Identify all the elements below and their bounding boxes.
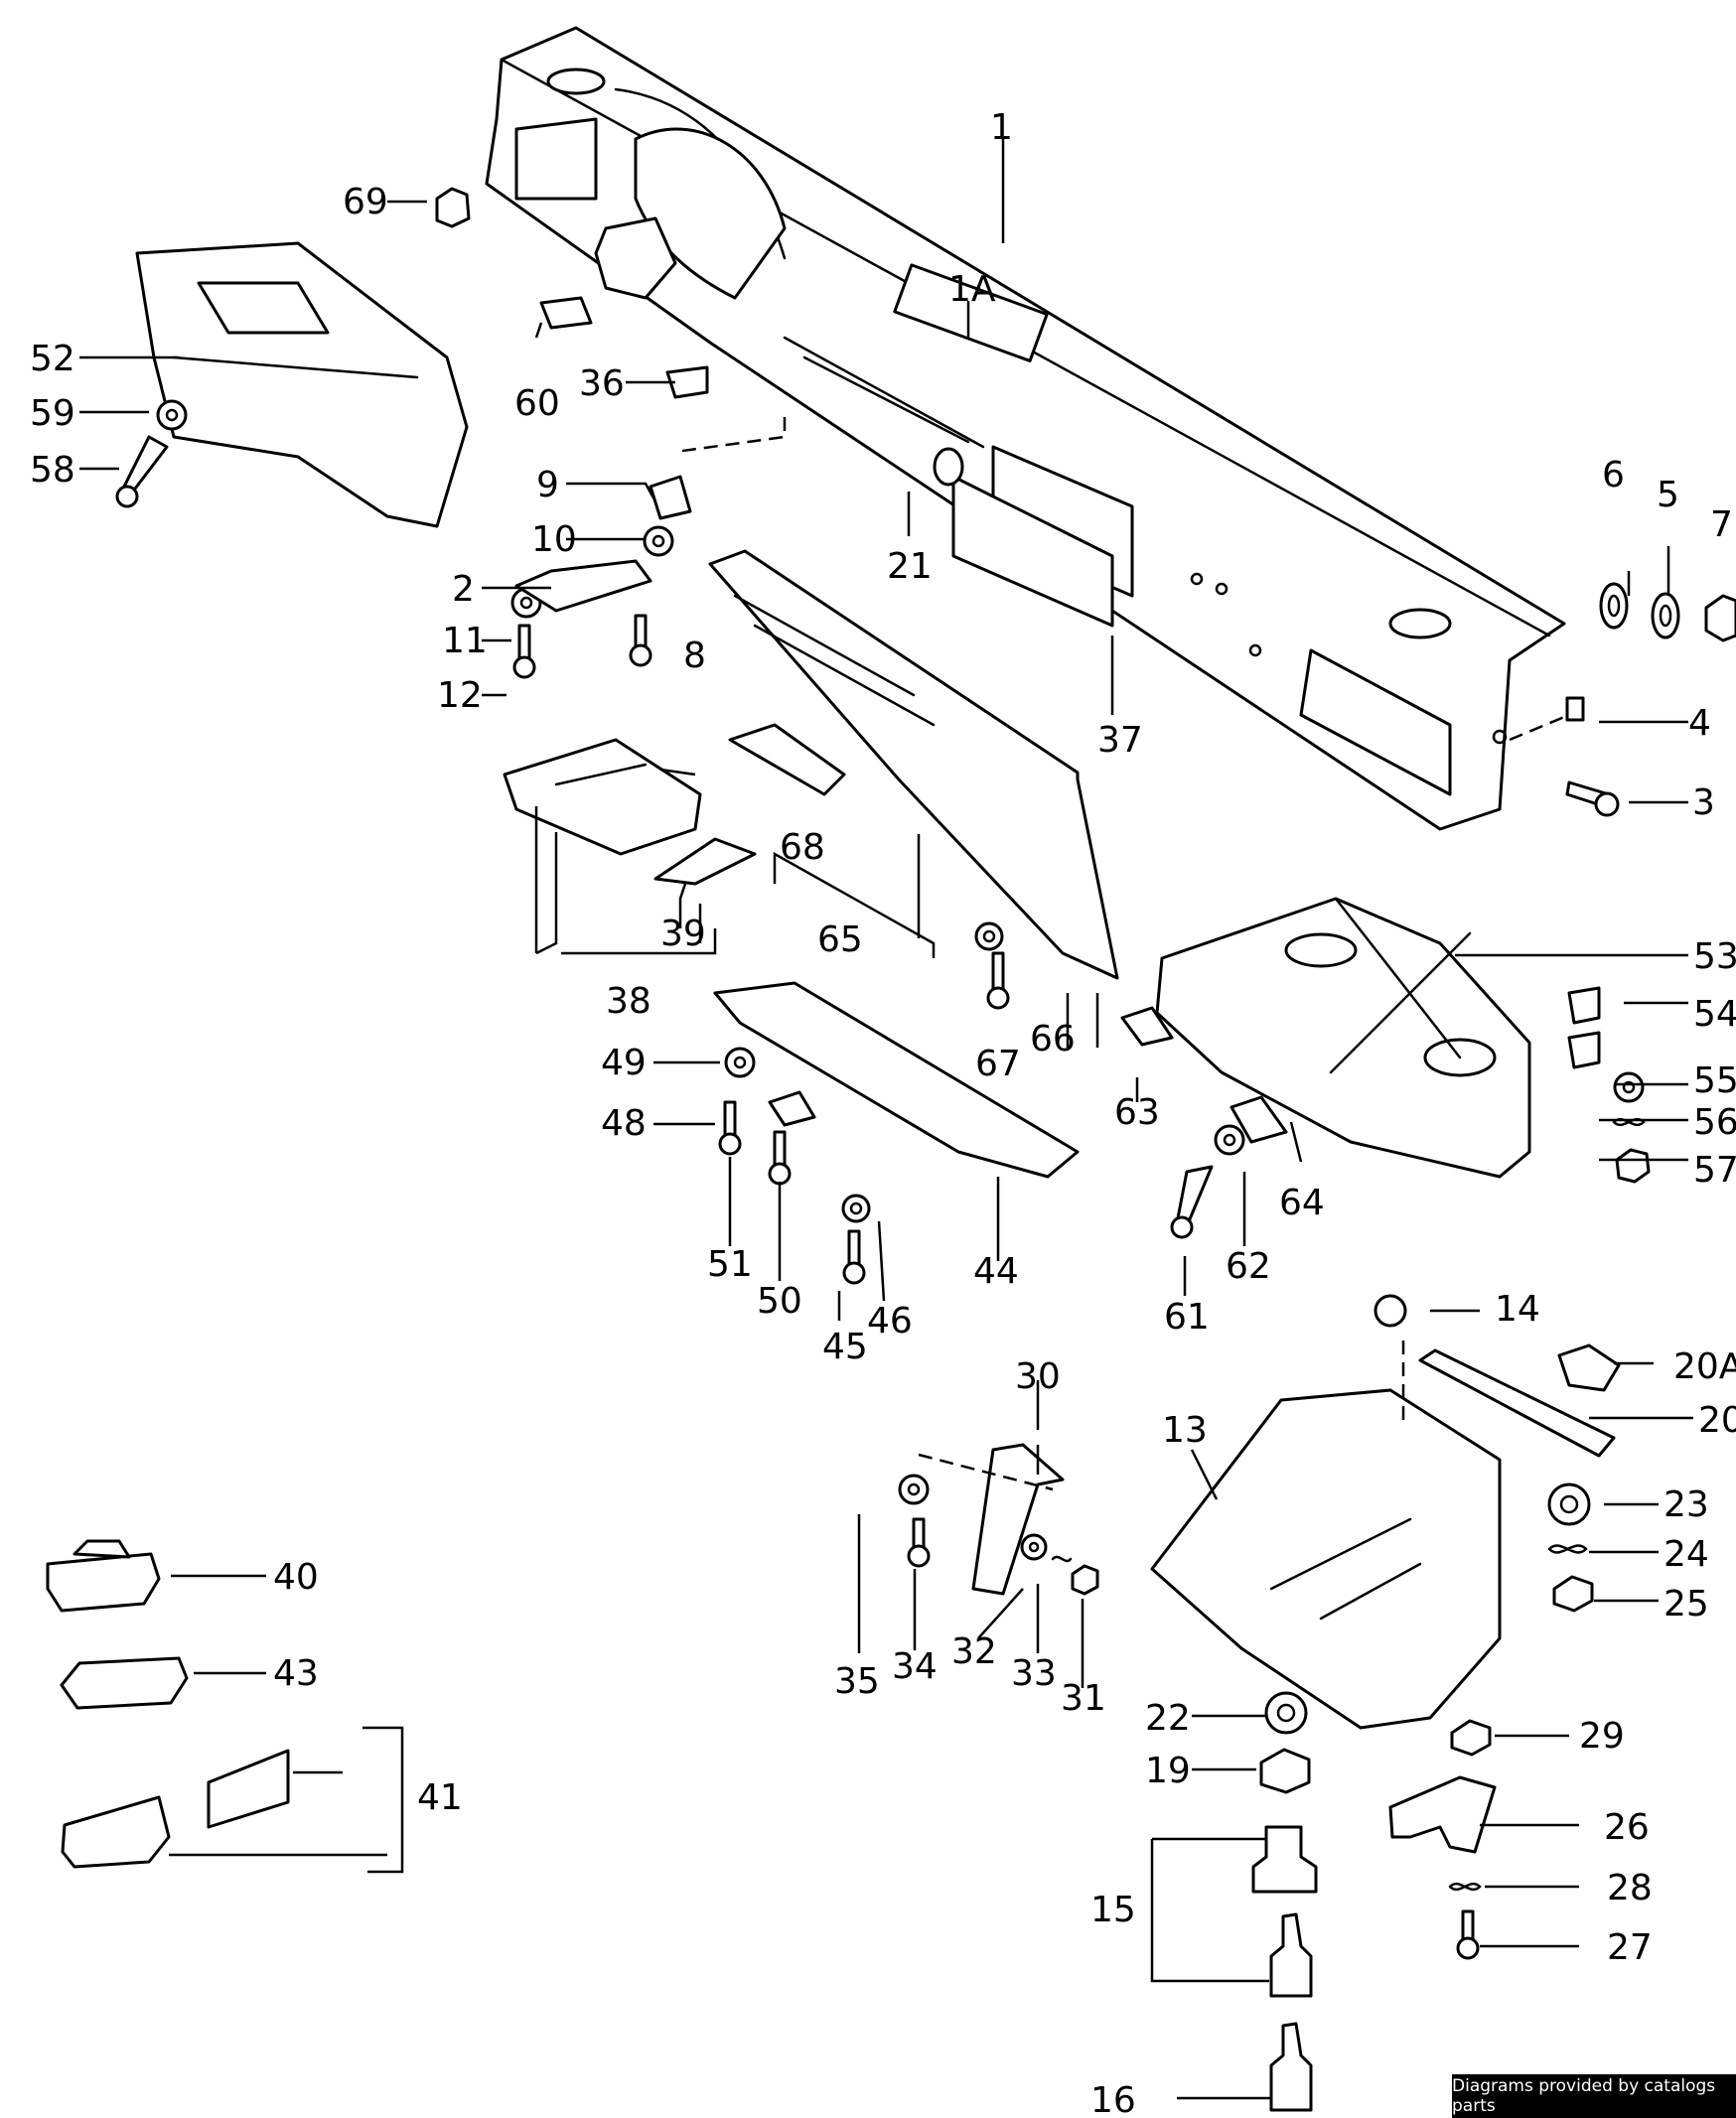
callout-22: 22 [1145, 1698, 1191, 1739]
callout-31: 31 [1061, 1678, 1106, 1719]
callout-10: 10 [531, 519, 577, 560]
callout-61: 61 [1164, 1297, 1210, 1338]
callout-48: 48 [601, 1103, 647, 1144]
callout-50: 50 [757, 1281, 802, 1322]
glovebox-hinge-strip-icon [1418, 1348, 1616, 1458]
callout-38: 38 [606, 981, 651, 1022]
callout-15: 15 [1090, 1890, 1136, 1930]
credit-banner: Diagrams provided by catalogs parts [1452, 2074, 1736, 2118]
callout-14: 14 [1495, 1289, 1540, 1330]
callout-54: 54 [1693, 994, 1736, 1035]
callout-19: 19 [1145, 1751, 1191, 1791]
callout-41: 41 [417, 1777, 463, 1818]
callout-35: 35 [834, 1661, 880, 1702]
callout-39: 39 [660, 914, 706, 954]
bracket-icon [971, 1443, 1065, 1596]
callout-37: 37 [1097, 720, 1143, 761]
callout-16: 16 [1090, 2080, 1136, 2118]
lock-cylinder-icon [1251, 1825, 1318, 1894]
callout-29: 29 [1579, 1716, 1625, 1757]
callout-46: 46 [867, 1301, 913, 1341]
callout-20A: 20A [1673, 1346, 1736, 1387]
callout-59: 59 [30, 393, 75, 434]
callout-58: 58 [30, 450, 75, 491]
leader-lines [79, 139, 1693, 2100]
callout-6: 6 [1602, 455, 1625, 495]
callout-1: 1 [990, 107, 1013, 148]
callout-53: 53 [1693, 936, 1736, 977]
callout-51: 51 [707, 1244, 753, 1285]
callout-32: 32 [951, 1631, 997, 1672]
callout-64: 64 [1279, 1183, 1325, 1223]
callout-26: 26 [1604, 1807, 1650, 1848]
callout-62: 62 [1226, 1246, 1271, 1287]
assembly-lines [674, 417, 1570, 1491]
callout-45: 45 [822, 1327, 868, 1367]
callout-5: 5 [1657, 475, 1679, 515]
clip-icon [514, 296, 1621, 1392]
ashtray-insert-icon [46, 1539, 161, 1613]
callout-57: 57 [1693, 1150, 1736, 1191]
callout-65: 65 [817, 919, 863, 960]
callout-44: 44 [973, 1251, 1019, 1292]
dashboard-panel-icon [485, 26, 1585, 831]
callout-9: 9 [536, 465, 559, 505]
callout-1A: 1A [948, 269, 996, 310]
callout-40: 40 [273, 1557, 319, 1598]
callout-24: 24 [1664, 1534, 1709, 1575]
callout-23: 23 [1664, 1484, 1709, 1525]
glove-box-icon [1150, 1388, 1502, 1730]
callout-34: 34 [892, 1646, 938, 1687]
lock-catch-icon [1388, 1775, 1497, 1854]
callout-52: 52 [30, 339, 75, 379]
callout-67: 67 [975, 1044, 1021, 1084]
callout-43: 43 [273, 1653, 319, 1694]
callout-12: 12 [437, 675, 483, 716]
callout-55: 55 [1693, 1060, 1736, 1101]
callout-33: 33 [1011, 1653, 1057, 1694]
ashtray-icon [503, 738, 702, 856]
callout-60: 60 [514, 383, 560, 424]
callout-27: 27 [1607, 1927, 1653, 1968]
callout-68: 68 [780, 827, 825, 868]
callout-25: 25 [1664, 1584, 1709, 1624]
callout-4: 4 [1688, 703, 1711, 744]
center-tray-icon [1155, 897, 1531, 1179]
callout-13: 13 [1162, 1410, 1208, 1451]
callout-8: 8 [683, 635, 706, 676]
callout-11: 11 [442, 621, 488, 661]
callout-63: 63 [1114, 1092, 1160, 1133]
callout-3: 3 [1692, 782, 1715, 823]
cover-plate-icon [61, 1749, 290, 1869]
callout-49: 49 [601, 1043, 647, 1083]
callout-21: 21 [887, 546, 933, 587]
callout-28: 28 [1607, 1868, 1653, 1908]
callout-2: 2 [452, 569, 475, 610]
ashtray-frame-icon [60, 1656, 189, 1710]
callout-56: 56 [1693, 1102, 1736, 1143]
callout-66: 66 [1030, 1019, 1076, 1059]
hex-nut-icon [435, 187, 1736, 1794]
callout-20: 20 [1698, 1400, 1736, 1441]
vent-grille-icon [708, 549, 1119, 1179]
callout-7: 7 [1710, 504, 1733, 545]
callout-36: 36 [579, 363, 625, 404]
callout-labels: 1 1A 52 59 58 69 60 36 9 10 2 11 8 12 21… [30, 107, 1736, 2118]
callout-69: 69 [343, 182, 388, 222]
callout-30: 30 [1015, 1356, 1061, 1397]
key-icon [1269, 1912, 1313, 2112]
tapping-screw-icon [115, 435, 1620, 1960]
glove-tray-left-icon [135, 241, 469, 528]
